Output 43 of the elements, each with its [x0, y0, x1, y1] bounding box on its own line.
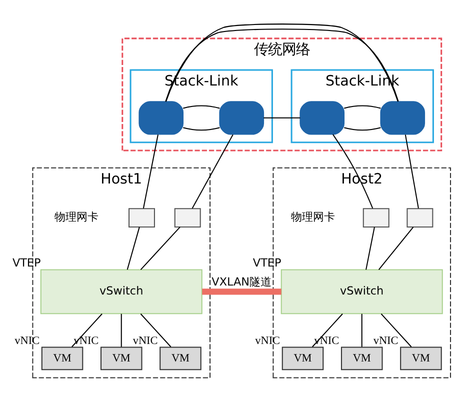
connector: [183, 127, 220, 131]
node-box: VM: [400, 346, 442, 370]
connector: [140, 314, 172, 348]
node-label: VTEP: [252, 256, 282, 270]
connector: [183, 105, 220, 109]
node-box: VM: [100, 346, 142, 370]
connector: [344, 105, 381, 109]
connector: [380, 314, 412, 348]
connector: [264, 117, 300, 118]
node-box: VM: [340, 346, 383, 370]
node-label: vNIC: [373, 334, 398, 347]
connector: [165, 24, 399, 102]
label: 物理网卡: [54, 210, 99, 224]
node-box: [219, 101, 264, 135]
connector: [202, 288, 282, 295]
connector: [404, 134, 419, 208]
node-box: [362, 208, 390, 228]
node-box: VM: [41, 346, 84, 370]
node-box: [174, 208, 201, 228]
node-box: VM: [282, 346, 324, 370]
node-label: vNIC: [14, 334, 40, 347]
connector: [366, 226, 375, 270]
node-label: vNIC: [132, 334, 158, 347]
label: 物理网卡: [290, 210, 335, 224]
connector: [378, 226, 414, 270]
connector: [142, 134, 158, 208]
edge-label: VXLAN隧道: [212, 275, 272, 288]
node-label: vNIC: [255, 334, 280, 347]
connector: [120, 314, 122, 347]
node-box: [128, 208, 155, 228]
connector: [126, 226, 140, 270]
connector: [140, 226, 180, 270]
node-box: [138, 101, 184, 135]
node-box: vSwitch: [40, 269, 202, 314]
connector: [192, 134, 234, 209]
node-box: [300, 101, 345, 135]
node-box: [380, 101, 426, 135]
connector: [344, 127, 381, 131]
node-label: VTEP: [12, 256, 41, 270]
node-box: VM: [160, 346, 202, 370]
node-box: vSwitch: [280, 269, 443, 314]
node-box: [406, 208, 434, 228]
connector: [361, 314, 362, 347]
